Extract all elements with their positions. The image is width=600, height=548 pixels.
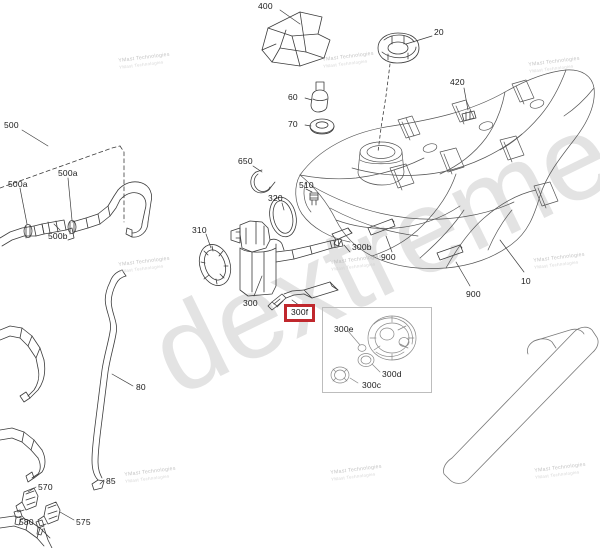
- callout-300c[interactable]: 300c: [362, 380, 382, 390]
- callout-510[interactable]: 510: [299, 180, 314, 190]
- part-300-fuel-pump-module: [230, 220, 344, 297]
- assembly-line-cap: [377, 63, 391, 153]
- inset-panel: [322, 307, 432, 393]
- callout-575[interactable]: 575: [76, 517, 91, 527]
- callout-20[interactable]: 20: [434, 27, 444, 37]
- part-510-screw: [309, 192, 319, 206]
- callout-300e[interactable]: 300e: [334, 324, 354, 334]
- callout-900-lower[interactable]: 900: [466, 289, 481, 299]
- callout-60[interactable]: 60: [288, 92, 298, 102]
- part-60-valve: [310, 81, 329, 113]
- inset-contents: [330, 315, 417, 384]
- callout-580[interactable]: 580: [19, 517, 34, 527]
- callout-900-upper[interactable]: 900: [381, 252, 396, 262]
- part-310-lock-ring: [198, 244, 232, 286]
- part-bottom-plate: [443, 326, 599, 484]
- leader-lines: [19, 9, 525, 521]
- part-20-fuel-cap: [377, 32, 420, 64]
- callout-10[interactable]: 10: [521, 276, 531, 286]
- callout-500a-upper[interactable]: 500a: [58, 168, 78, 178]
- part-300f-sender-harness: [267, 281, 339, 311]
- callout-300f-highlighted[interactable]: 300f: [284, 304, 316, 322]
- callout-300[interactable]: 300: [243, 298, 258, 308]
- part-300b-pin: [331, 227, 353, 247]
- callout-400[interactable]: 400: [258, 1, 273, 11]
- callout-420[interactable]: 420: [450, 77, 465, 87]
- part-320-seal-ring: [269, 196, 297, 238]
- part-900-rod-upper: [367, 218, 396, 236]
- part-400-shield: [261, 11, 331, 67]
- callout-80[interactable]: 80: [136, 382, 146, 392]
- part-420-clip: [461, 110, 477, 122]
- callout-500b[interactable]: 500b: [48, 231, 68, 241]
- part-570-bracket: [15, 487, 39, 513]
- callout-500[interactable]: 500: [4, 120, 19, 130]
- part-500-fuel-line-kit: [0, 145, 152, 247]
- callout-320[interactable]: 320: [268, 193, 283, 203]
- callout-300b[interactable]: 300b: [352, 242, 372, 252]
- callout-570[interactable]: 570: [38, 482, 53, 492]
- callout-70[interactable]: 70: [288, 119, 298, 129]
- part-70-grommet: [309, 118, 335, 135]
- callout-85[interactable]: 85: [106, 476, 116, 486]
- part-575-bracket: [35, 501, 61, 548]
- part-lower-left-hoses: [0, 325, 51, 547]
- callout-650[interactable]: 650: [238, 156, 253, 166]
- callout-300d[interactable]: 300d: [382, 369, 402, 379]
- part-10-fuel-tank: [295, 69, 595, 269]
- callout-500a-lower[interactable]: 500a: [8, 179, 28, 189]
- part-80-vent-line: [91, 269, 127, 491]
- part-650-clip: [250, 169, 276, 194]
- callout-310[interactable]: 310: [192, 225, 207, 235]
